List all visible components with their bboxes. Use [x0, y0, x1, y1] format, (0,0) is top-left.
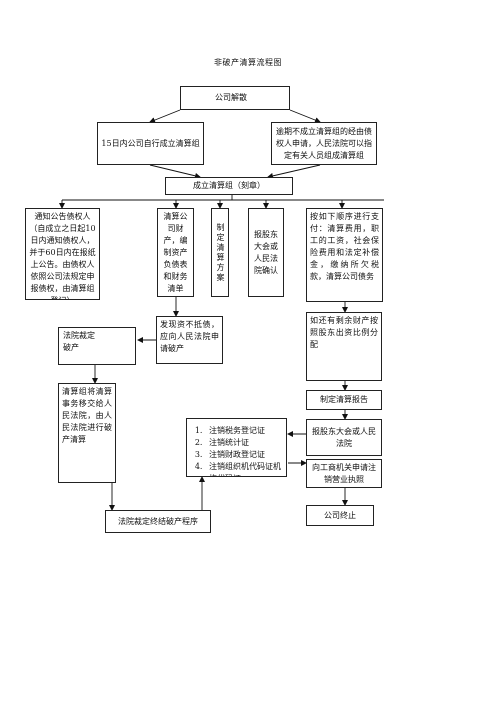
arrow-dissolution-to-court-group [289, 109, 321, 123]
box-court-bankrupt: 法院裁定破产 [58, 327, 136, 365]
box-terminate: 公司终止 [306, 505, 374, 526]
box-self-group: 15日内公司自行成立清算组 [97, 122, 204, 165]
box-payment-order: 按如下顺序进行支付：清算费用，职工的工资，社会保险费用和法定补偿金，缴纳所欠税款… [306, 208, 383, 302]
box-insolvent: 发现资不抵债，应向人民法院申请破产 [156, 316, 223, 364]
cancellation-item: 注销组织机代码证机构代码证 [205, 461, 286, 476]
box-cancellations: 注销税务登记证 注销统计证 注销财政登记证 注销组织机代码证机构代码证 [186, 418, 287, 477]
box-court-end: 法院裁定终结破产程序 [105, 510, 211, 533]
arrow-court-group-to-establish [267, 164, 321, 179]
cancellation-item: 注销统计证 [205, 437, 286, 449]
box-notify: 通知公告债权人（自成立之日起10日内通知债权人，并于60日内在报纸上公告。由债权… [25, 208, 100, 300]
box-approve: 报股东大会或人民法院确认 [248, 208, 284, 297]
box-remaining: 如还有剩余财产按照股东出资比例分配 [306, 312, 382, 381]
box-dissolution: 公司解散 [180, 86, 290, 110]
box-transfer: 清算组将清算事务移交给人民法院，由人民法院进行破产清算 [58, 383, 116, 483]
arrow-self-group-to-establish [149, 164, 201, 179]
arrow-dissolution-to-self-group [149, 109, 181, 123]
cancellation-list: 注销税务登记证 注销统计证 注销财政登记证 注销组织机代码证机构代码证 [187, 425, 286, 476]
box-court-group: 逾期不成立清算组的经由债权人申请，人民法院可以指定有关人员组成清算组 [271, 122, 377, 165]
box-report: 制定清算报告 [306, 390, 382, 410]
box-liquidate-assets: 清算公司财产，编制资产负债表和财务清单 [157, 208, 194, 297]
box-establish: 成立清算组（刻章） [165, 177, 293, 195]
box-deregister: 向工商机关申请注销营业执照 [306, 459, 382, 488]
page-title: 非破产清算流程图 [214, 58, 282, 67]
box-report-approve: 报股东大会或人民法院 [306, 419, 382, 456]
cancellation-item: 注销财政登记证 [205, 449, 286, 461]
box-plan: 制定清算方案 [211, 208, 229, 297]
cancellation-item: 注销税务登记证 [205, 425, 286, 437]
